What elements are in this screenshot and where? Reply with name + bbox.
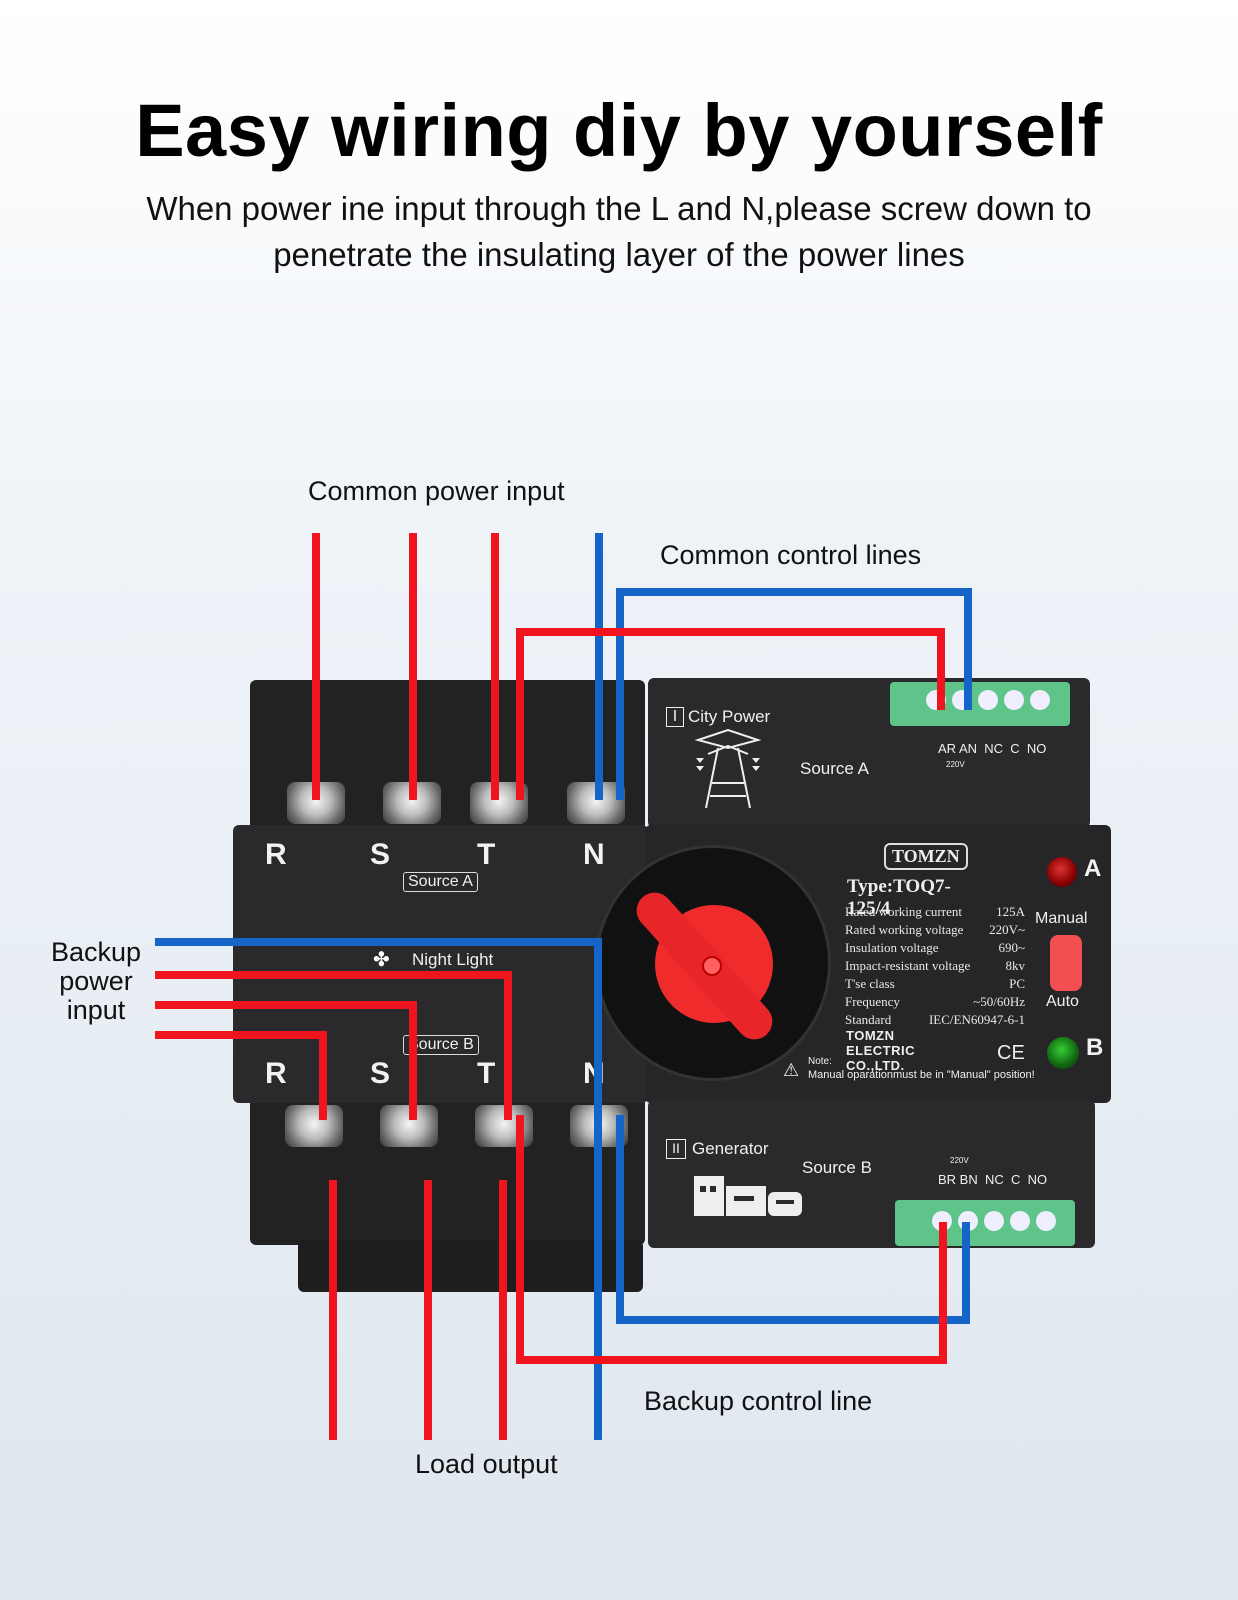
auto-label: Auto — [1046, 993, 1079, 1010]
phase-label-s-top: S — [370, 838, 391, 871]
spec-value: 8kv — [1005, 958, 1026, 973]
source-ii-numeral: II — [666, 1139, 686, 1159]
spec-value: 690~ — [998, 940, 1025, 955]
backup-label-line: input — [66, 995, 126, 1025]
indicator-light-a — [1047, 857, 1077, 887]
spec-key: T'se class — [845, 976, 895, 991]
ce-mark: CE — [997, 1042, 1025, 1064]
left-bottom-base — [298, 1240, 643, 1292]
main-body — [233, 825, 648, 1103]
generator-label: Generator — [692, 1139, 769, 1158]
subtitle-line-2: penetrate the insulating layer of the po… — [273, 236, 965, 273]
backup-power-input-label: Backup power input — [40, 938, 152, 1025]
spec-row: Rated working voltage 220V~ — [845, 921, 1025, 939]
backup-label-line: power — [59, 966, 133, 996]
wire-backup-control-r — [516, 1115, 947, 1364]
backup-label-line: Backup — [50, 937, 142, 967]
spec-key: Rated working voltage — [845, 922, 964, 937]
brand-logo: TOMZN — [884, 843, 968, 870]
spec-row: Standard IEC/EN60947-6-1 — [845, 1011, 1025, 1029]
source-b-label: Source B — [802, 1158, 872, 1177]
spec-row: Insulation voltage 690~ — [845, 939, 1025, 957]
spec-row: Frequency ~50/60Hz — [845, 993, 1025, 1011]
spec-row: T'se class PC — [845, 975, 1025, 993]
subtitle-line-1: When power ine input through the L and N… — [146, 190, 1092, 227]
common-power-input-label: Common power input — [308, 476, 565, 506]
backup-control-line-label: Backup control line — [644, 1386, 873, 1416]
company-name: TOMZN ELECTRIC CO.,LTD. — [846, 1028, 915, 1073]
indicator-b-label: B — [1086, 1034, 1104, 1061]
note-title: Note: — [808, 1056, 832, 1067]
wire-backup-r — [155, 1031, 327, 1120]
power-tower-icon — [694, 728, 762, 809]
phase-label-n-top: N — [583, 838, 605, 871]
city-power-label: City Power — [688, 707, 771, 726]
switch-center-indicator — [702, 956, 722, 976]
wire-backup-s — [155, 1001, 417, 1120]
indicator-a-label: A — [1084, 855, 1102, 882]
phase-label-r-bottom: R — [265, 1057, 287, 1090]
generator-icon — [694, 1176, 802, 1216]
spec-key: Standard — [845, 1012, 892, 1027]
manual-label: Manual — [1035, 910, 1088, 927]
indicator-light-b — [1047, 1037, 1079, 1069]
wire-backup-t — [155, 971, 512, 1120]
source-i-numeral: I — [666, 707, 684, 727]
phase-label-r-top: R — [265, 838, 287, 871]
wire-backup-control-n — [616, 1115, 970, 1324]
voltage-tag-a: 220V — [946, 760, 965, 769]
wire-common-control-r — [516, 628, 945, 800]
spec-row: Rated working current 125A — [845, 903, 1025, 921]
phase-label-s-bottom: S — [370, 1057, 391, 1090]
terminal-screw-r-bottom — [285, 1105, 343, 1147]
wire-backup-n — [155, 938, 602, 1440]
spec-list: Rated working current 125A Rated working … — [845, 903, 1025, 1029]
wire-common-control-n — [616, 588, 972, 800]
spec-value: IEC/EN60947-6-1 — [928, 1012, 1025, 1027]
night-light-label: Night Light — [412, 950, 494, 969]
spec-value: 125A — [996, 904, 1025, 919]
spec-key: Rated working current — [845, 904, 962, 919]
note-text: Manual oparationmust be in "Manual" posi… — [808, 1069, 1035, 1081]
voltage-tag-b: 220V — [950, 1156, 969, 1165]
spec-value: PC — [1009, 976, 1025, 991]
phase-label-t-bottom: T — [477, 1057, 496, 1090]
spec-value: 220V~ — [989, 922, 1025, 937]
spec-value: ~50/60Hz — [973, 994, 1025, 1009]
source-b-tag: Source B — [403, 1035, 479, 1055]
terminal-labels-a: AR AN NC C NO — [938, 741, 1047, 756]
manual-auto-toggle[interactable] — [1050, 935, 1082, 991]
source-a-tag: Source A — [403, 872, 478, 892]
load-output-label: Load output — [415, 1449, 558, 1479]
terminal-labels-b: BR BN NC C NO — [938, 1172, 1048, 1187]
page-title: Easy wiring diy by yourself — [135, 89, 1103, 172]
night-light-icon: ✤ — [373, 949, 390, 971]
spec-key: Impact-resistant voltage — [845, 958, 971, 973]
source-a-label: Source A — [800, 759, 869, 778]
spec-key: Frequency — [845, 994, 900, 1009]
model-type: Type:TOQ7-125/4 — [847, 876, 951, 919]
spec-row: Impact-resistant voltage 8kv — [845, 957, 1025, 975]
spec-key: Insulation voltage — [845, 940, 939, 955]
common-control-lines-label: Common control lines — [660, 540, 922, 570]
phase-label-t-top: T — [477, 838, 496, 871]
warning-icon: ⚠ — [783, 1060, 800, 1080]
